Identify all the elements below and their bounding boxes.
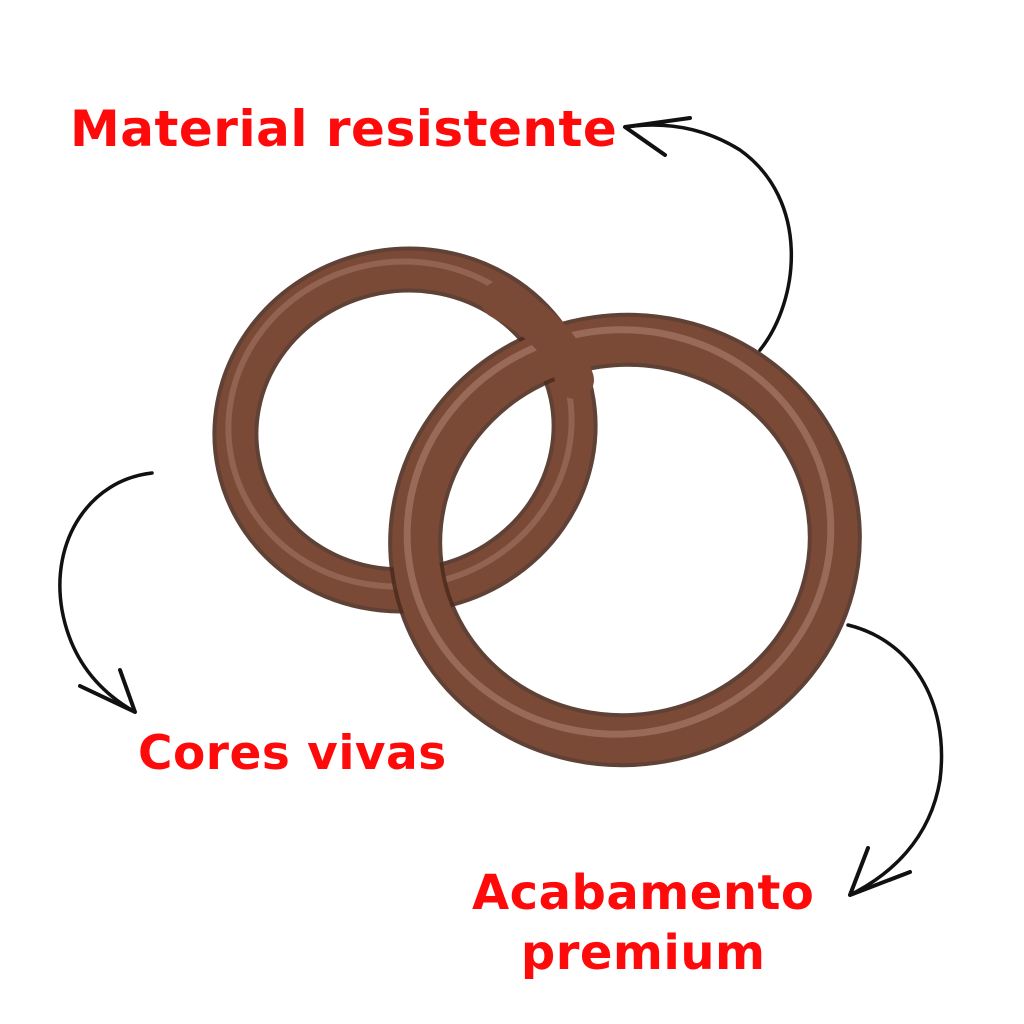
material-resistente-label: Material resistente — [70, 100, 618, 158]
acabamento-label-line1: Acabamento — [472, 865, 815, 921]
arrow-to-cores-label — [58, 471, 154, 714]
cores-vivas-label: Cores vivas — [138, 726, 447, 781]
acabamento-premium-label: Acabamento premium — [472, 863, 814, 983]
arrow-to-material-label — [623, 116, 793, 352]
acabamento-label-line2: premium — [520, 925, 766, 981]
arrow-to-acabamento-label — [846, 623, 944, 897]
back-o-ring-overlap — [481, 281, 594, 399]
front-o-ring — [388, 312, 862, 768]
